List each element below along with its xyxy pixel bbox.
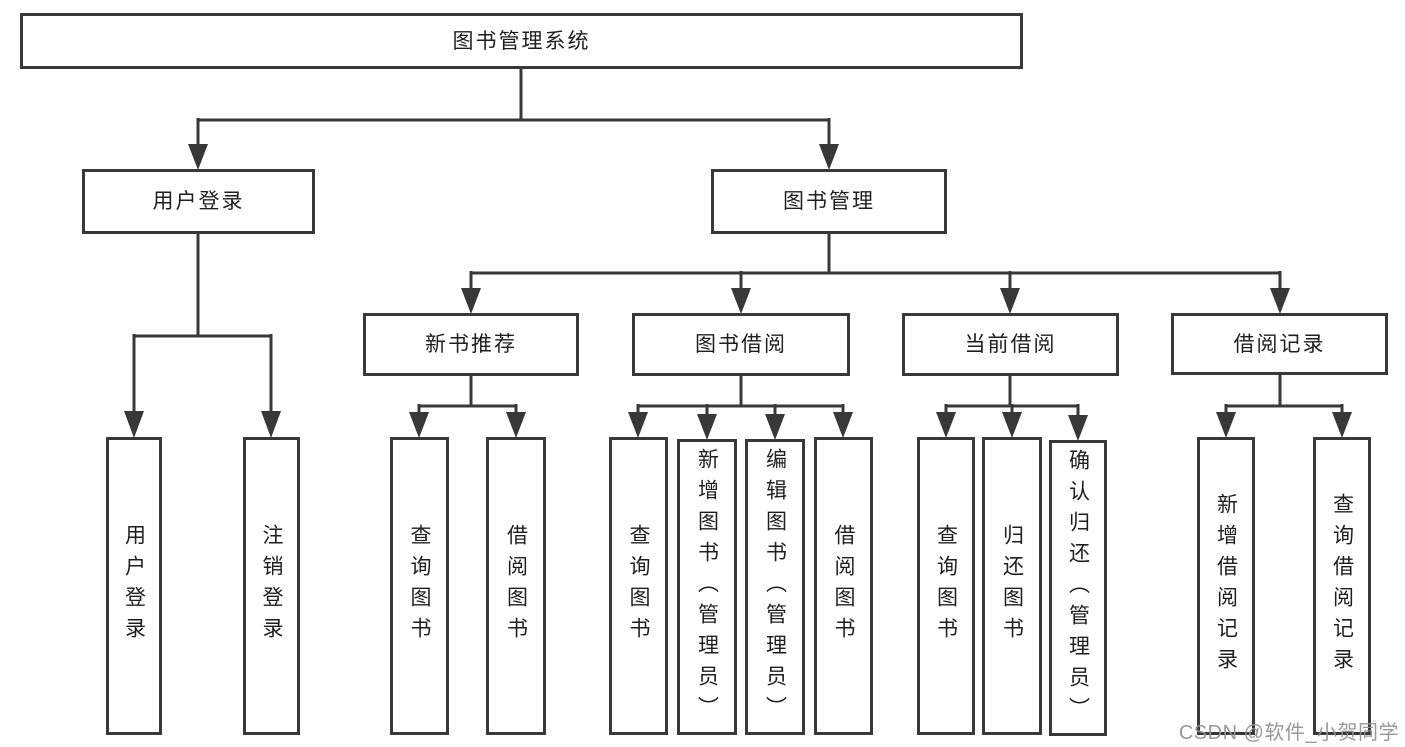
leaf-user-login-label: 用户登录 — [122, 524, 146, 648]
leaf-query-borrow-record-label: 查询借阅记录 — [1330, 493, 1354, 679]
node-current-borrow: 当前借阅 — [902, 313, 1119, 376]
leaf-recommend-borrow-books-label: 借阅图书 — [504, 524, 528, 648]
leaf-add-books-admin-label: 新增图书（管理员） — [695, 447, 719, 727]
leaf-query-borrow-record: 查询借阅记录 — [1313, 437, 1371, 735]
leaf-add-books-admin: 新增图书（管理员） — [677, 439, 737, 735]
leaf-logout: 注销登录 — [243, 437, 300, 735]
node-new-book-recommend: 新书推荐 — [363, 313, 579, 376]
leaf-recommend-query-books-label: 查询图书 — [408, 524, 431, 648]
leaf-logout-label: 注销登录 — [260, 524, 283, 648]
leaf-return-books-label: 归还图书 — [1000, 524, 1024, 648]
leaf-edit-books-admin: 编辑图书（管理员） — [745, 439, 805, 735]
leaf-add-borrow-record: 新增借阅记录 — [1197, 437, 1255, 735]
node-book-management: 图书管理 — [711, 169, 947, 234]
node-root: 图书管理系统 — [20, 13, 1023, 69]
node-root-label: 图书管理系统 — [452, 29, 591, 53]
node-user-login-label: 用户登录 — [152, 190, 245, 213]
node-book-borrow-label: 图书借阅 — [695, 333, 787, 356]
leaf-borrow-query-books-label: 查询图书 — [627, 524, 650, 648]
leaf-edit-books-admin-label: 编辑图书（管理员） — [763, 447, 787, 727]
leaf-user-login: 用户登录 — [106, 437, 162, 735]
leaf-add-borrow-record-label: 新增借阅记录 — [1214, 493, 1238, 679]
leaf-borrow-books-label: 借阅图书 — [832, 524, 855, 648]
node-new-book-recommend-label: 新书推荐 — [425, 333, 517, 356]
node-borrow-records-label: 借阅记录 — [1233, 332, 1326, 356]
node-user-login: 用户登录 — [82, 169, 315, 234]
node-book-borrow: 图书借阅 — [632, 313, 850, 376]
node-current-borrow-label: 当前借阅 — [964, 333, 1057, 356]
leaf-current-query-books: 查询图书 — [917, 437, 975, 735]
node-book-management-label: 图书管理 — [783, 190, 875, 213]
leaf-recommend-borrow-books: 借阅图书 — [486, 437, 546, 735]
csdn-watermark: CSDN @软件_小贺同学 — [1178, 722, 1399, 744]
leaf-current-query-books-label: 查询图书 — [934, 524, 958, 648]
leaf-confirm-return-admin: 确认归还（管理员） — [1049, 440, 1107, 736]
leaf-borrow-books: 借阅图书 — [814, 437, 873, 735]
node-borrow-records: 借阅记录 — [1171, 313, 1388, 375]
leaf-confirm-return-admin-label: 确认归还（管理员） — [1066, 448, 1090, 728]
leaf-return-books: 归还图书 — [982, 437, 1042, 735]
leaf-recommend-query-books: 查询图书 — [390, 437, 449, 735]
leaf-borrow-query-books: 查询图书 — [609, 437, 668, 735]
